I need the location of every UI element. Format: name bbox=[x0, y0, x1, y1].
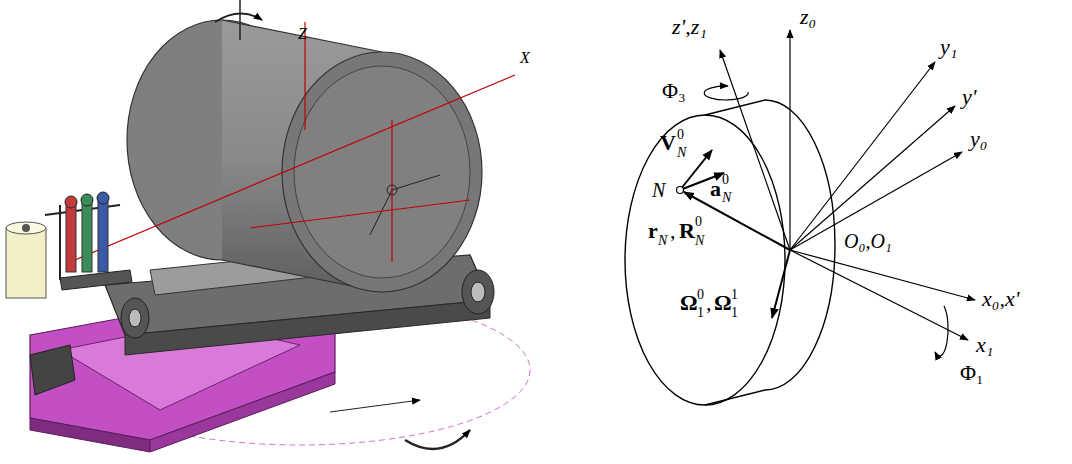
subscript: N bbox=[695, 234, 704, 248]
vector-symbol: a bbox=[710, 178, 721, 200]
subscript: 1 bbox=[731, 306, 738, 320]
superscript: 0 bbox=[677, 128, 684, 142]
separator: , bbox=[670, 220, 676, 242]
superscript: 0 bbox=[722, 173, 729, 187]
subscript: N bbox=[677, 146, 686, 160]
vector-symbol: R bbox=[679, 220, 695, 242]
axis-label: y₁ bbox=[940, 36, 957, 58]
axis-label: x₀,x' bbox=[982, 288, 1019, 310]
rotation-label: Φ₁ bbox=[960, 362, 984, 384]
axis-label: z₀ bbox=[800, 6, 816, 28]
origin-label: O₀,O₁ bbox=[842, 230, 894, 252]
subscript: 1 bbox=[697, 306, 704, 320]
subscript: N bbox=[658, 234, 667, 248]
frame-diagram bbox=[625, 30, 975, 405]
superscript: 0 bbox=[697, 288, 704, 302]
vector-symbol: Ω bbox=[714, 292, 732, 314]
subscript: N bbox=[722, 191, 731, 205]
axis-label: y₀ bbox=[970, 128, 987, 150]
axis-letter: Z bbox=[298, 26, 307, 42]
vector-symbol: Ω bbox=[680, 292, 698, 314]
superscript: 1 bbox=[731, 288, 738, 302]
axis-label: x₁ bbox=[976, 334, 993, 356]
superscript: 0 bbox=[695, 215, 702, 229]
rotation-label: Φ₃ bbox=[662, 80, 686, 102]
vector-symbol: V bbox=[660, 132, 676, 154]
axis-label: y' bbox=[962, 86, 976, 108]
point-label: N bbox=[652, 180, 665, 200]
machine-drawing bbox=[6, 0, 530, 452]
axis-letter: X bbox=[520, 50, 530, 66]
separator: , bbox=[706, 292, 712, 314]
axis-label: z',z₁ bbox=[672, 16, 707, 38]
vector-symbol: r bbox=[648, 220, 658, 242]
